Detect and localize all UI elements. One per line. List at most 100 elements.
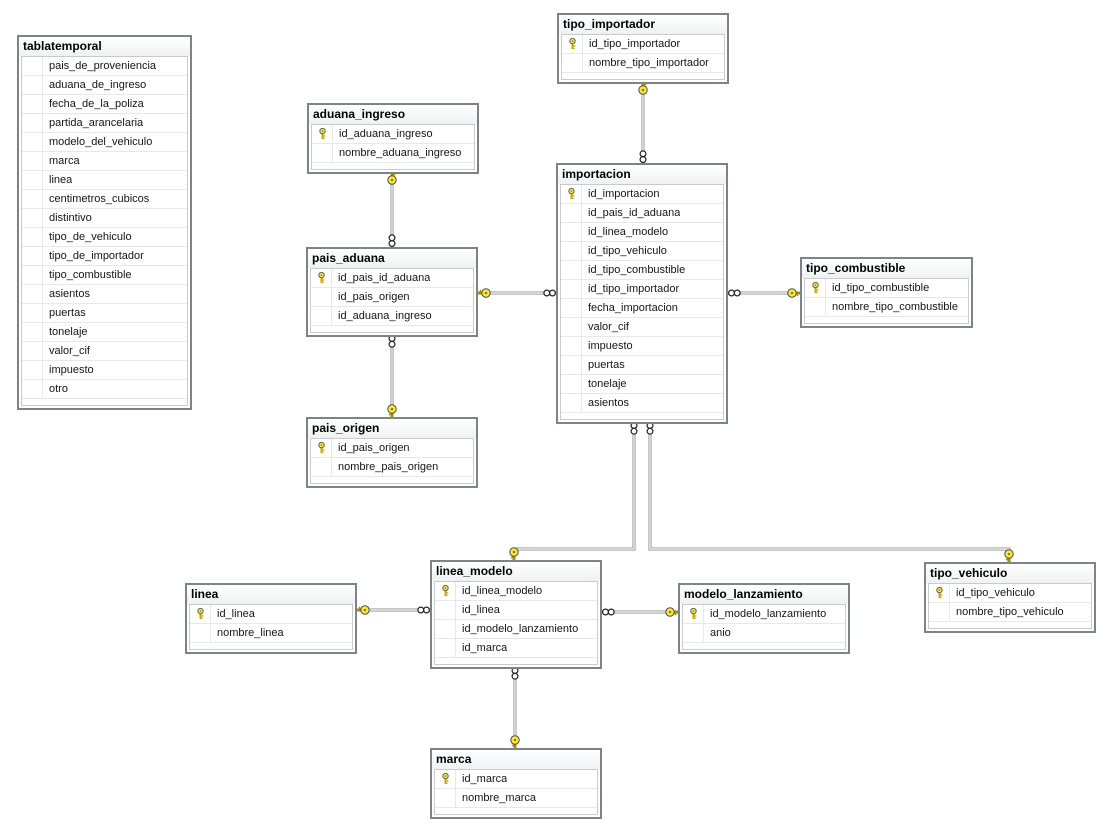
icon-cell-empty	[22, 114, 43, 132]
field-row[interactable]: puertas	[22, 304, 187, 323]
field-row[interactable]: id_pais_id_aduana	[311, 269, 473, 288]
field-row[interactable]: tipo_combustible	[22, 266, 187, 285]
field-row[interactable]: valor_cif	[22, 342, 187, 361]
field-row[interactable]: valor_cif	[561, 318, 723, 337]
field-row[interactable]: id_pais_id_aduana	[561, 204, 723, 223]
field-row[interactable]: aduana_de_ingreso	[22, 76, 187, 95]
field-row[interactable]: impuesto	[561, 337, 723, 356]
field-row[interactable]: id_pais_origen	[311, 439, 473, 458]
field-row[interactable]: id_tipo_importador	[562, 35, 724, 54]
table-tablatemporal[interactable]: tablatemporal pais_de_proveniencia aduana_…	[17, 35, 192, 410]
icon-cell-empty	[311, 307, 332, 325]
field-row[interactable]: nombre_tipo_importador	[562, 54, 724, 73]
field-row[interactable]: partida_arancelaria	[22, 114, 187, 133]
field-row[interactable]: centimetros_cubicos	[22, 190, 187, 209]
field-name: pais_de_proveniencia	[49, 60, 157, 72]
field-row[interactable]: tipo_de_vehiculo	[22, 228, 187, 247]
field-row[interactable]: otro	[22, 380, 187, 399]
field-row[interactable]: linea	[22, 171, 187, 190]
field-row[interactable]: marca	[22, 152, 187, 171]
field-row[interactable]: distintivo	[22, 209, 187, 228]
relationship-importacion-tipo_vehiculo[interactable]	[646, 422, 1014, 562]
table-title[interactable]: linea	[187, 585, 355, 604]
relationship-linea_modelo-marca[interactable]	[510, 666, 520, 748]
relationship-importacion-tipo_combustible[interactable]	[727, 288, 800, 298]
field-row[interactable]: impuesto	[22, 361, 187, 380]
table-title[interactable]: tablatemporal	[19, 37, 190, 56]
icon-cell-empty	[312, 144, 333, 162]
many-end-infinity-icon	[601, 608, 615, 616]
field-row[interactable]: id_marca	[435, 639, 597, 658]
field-row[interactable]: anio	[683, 624, 845, 643]
relationship-importacion-linea_modelo[interactable]	[509, 422, 638, 560]
relationship-pais_aduana-importacion[interactable]	[478, 288, 556, 298]
field-row[interactable]: id_pais_origen	[311, 288, 473, 307]
table-title[interactable]: pais_origen	[308, 419, 476, 438]
field-row[interactable]: asientos	[22, 285, 187, 304]
field-name: nombre_tipo_combustible	[832, 301, 958, 313]
relationship-linea-linea_modelo[interactable]	[357, 605, 431, 615]
primary-key-icon	[561, 185, 582, 203]
field-row[interactable]: id_tipo_vehiculo	[561, 242, 723, 261]
table-title[interactable]: aduana_ingreso	[309, 105, 477, 124]
field-row[interactable]: nombre_pais_origen	[311, 458, 473, 477]
field-row[interactable]: id_tipo_importador	[561, 280, 723, 299]
field-row[interactable]: tipo_de_importador	[22, 247, 187, 266]
field-row[interactable]: nombre_marca	[435, 789, 597, 808]
field-row[interactable]: id_linea	[435, 601, 597, 620]
field-row[interactable]: id_modelo_lanzamiento	[683, 605, 845, 624]
relationship-tipo_importador-importacion[interactable]	[638, 82, 648, 164]
field-row[interactable]: id_tipo_vehiculo	[929, 584, 1091, 603]
field-row[interactable]: id_aduana_ingreso	[312, 125, 474, 144]
field-row[interactable]: puertas	[561, 356, 723, 375]
field-row[interactable]: modelo_del_vehiculo	[22, 133, 187, 152]
field-row[interactable]: id_tipo_combustible	[561, 261, 723, 280]
field-row[interactable]: fecha_importacion	[561, 299, 723, 318]
many-end-infinity-icon	[639, 150, 647, 164]
table-title[interactable]: linea_modelo	[432, 562, 600, 581]
field-name: id_marca	[462, 773, 508, 785]
field-row[interactable]: nombre_tipo_combustible	[805, 298, 968, 317]
field-row[interactable]: id_linea_modelo	[435, 582, 597, 601]
field-name: id_linea_modelo	[462, 585, 543, 597]
table-title[interactable]: tipo_vehiculo	[926, 564, 1094, 583]
field-row[interactable]: nombre_tipo_vehiculo	[929, 603, 1091, 622]
field-row[interactable]: pais_de_proveniencia	[22, 57, 187, 76]
table-title[interactable]: tipo_importador	[559, 15, 727, 34]
field-row[interactable]: id_marca	[435, 770, 597, 789]
table-marca[interactable]: marca id_marca nombre_marca	[430, 748, 602, 819]
table-title[interactable]: pais_aduana	[308, 249, 476, 268]
field-row[interactable]: id_linea	[190, 605, 352, 624]
field-row[interactable]: asientos	[561, 394, 723, 413]
field-row[interactable]: id_tipo_combustible	[805, 279, 968, 298]
field-row[interactable]: id_modelo_lanzamiento	[435, 620, 597, 639]
field-row[interactable]: id_aduana_ingreso	[311, 307, 473, 326]
field-name: marca	[49, 155, 80, 167]
relationship-linea_modelo-modelo_lanzamiento[interactable]	[601, 607, 678, 617]
field-row[interactable]: fecha_de_la_poliza	[22, 95, 187, 114]
field-row[interactable]: id_linea_modelo	[561, 223, 723, 242]
field-row[interactable]: nombre_aduana_ingreso	[312, 144, 474, 163]
table-title[interactable]: tipo_combustible	[802, 259, 971, 278]
field-row[interactable]: id_importacion	[561, 185, 723, 204]
table-title[interactable]: importacion	[558, 165, 726, 184]
field-name: nombre_linea	[217, 627, 284, 639]
table-title[interactable]: marca	[432, 750, 600, 769]
table-title[interactable]: modelo_lanzamiento	[680, 585, 848, 604]
relationship-pais_aduana-pais_origen[interactable]	[387, 335, 397, 417]
field-row[interactable]: tonelaje	[22, 323, 187, 342]
relationship-aduana_ingreso-pais_aduana[interactable]	[387, 172, 397, 248]
field-row[interactable]: nombre_linea	[190, 624, 352, 643]
field-row[interactable]: tonelaje	[561, 375, 723, 394]
